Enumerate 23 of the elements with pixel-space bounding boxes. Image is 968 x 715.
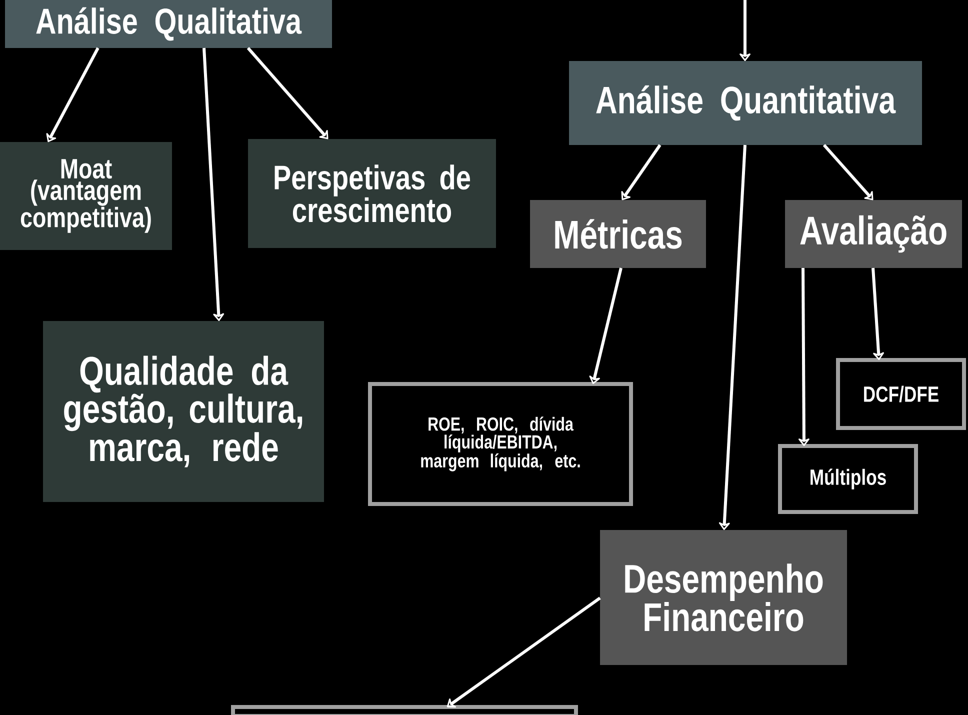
arrow (718, 144, 746, 530)
process-box: Métricas (530, 200, 706, 268)
arrow (872, 268, 884, 360)
arrow (621, 144, 662, 200)
arrow (202, 48, 224, 321)
process-box: Qualidade da gestão, cultura, marca, rede (43, 321, 324, 502)
process-box: DCF/DFE (836, 358, 966, 430)
process-box: Moat (vantagem competitiva) (0, 142, 172, 250)
arrow (446, 596, 601, 708)
arrow (740, 0, 750, 61)
process-box: Múltiplos (778, 444, 918, 514)
arrow (798, 268, 810, 446)
arrow (246, 47, 328, 140)
process-box: Perspetivas de crescimento (248, 139, 496, 248)
process-box: Avaliação (785, 200, 962, 268)
process-box: Análise Qualitativa (5, 0, 332, 48)
empty-box (231, 705, 578, 715)
arrow (822, 144, 874, 200)
process-box: ROE, ROIC, dívida líquida/EBITDA, margem líquida, etc. (368, 382, 633, 506)
process-box: Análise Quantitativa (569, 61, 922, 145)
arrow (46, 47, 100, 142)
process-box: Desempenho Financeiro (600, 530, 848, 665)
arrow (589, 268, 622, 384)
